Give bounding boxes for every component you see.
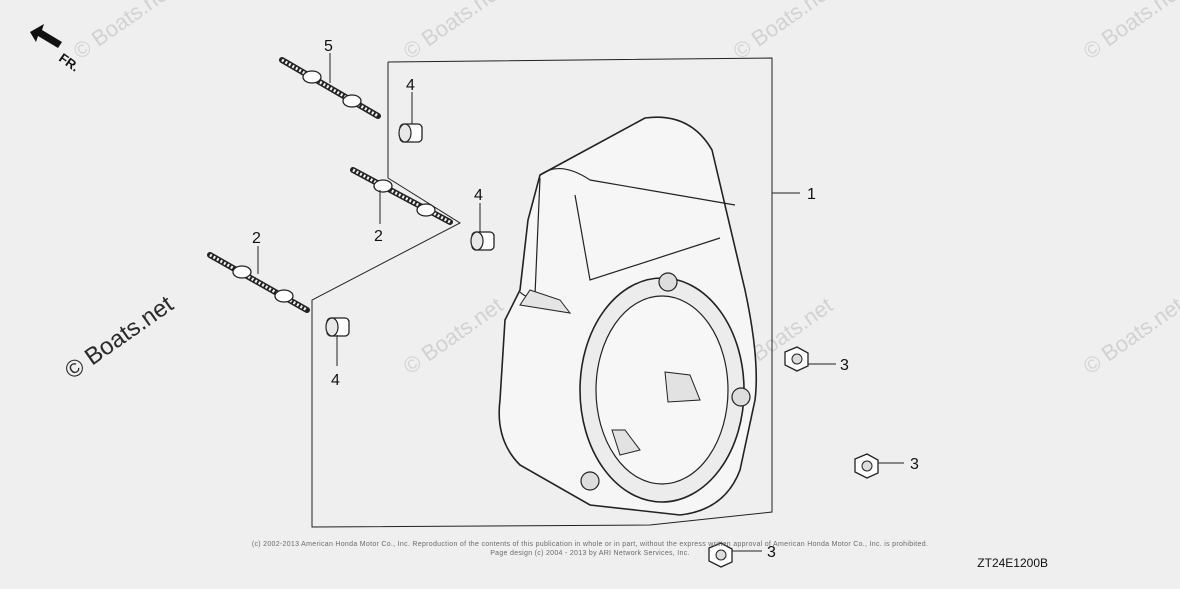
- nut-3-upper: [784, 346, 809, 372]
- watermark-faint-7: © Boats.net: [1079, 292, 1180, 379]
- stud-bolt-2-upper: [350, 167, 453, 225]
- nut-3-lower: [708, 542, 733, 568]
- leader-lines: [257, 53, 904, 552]
- diagram-code: ZT24E1200B: [977, 556, 1048, 570]
- callout-2-lower: 2: [252, 230, 261, 247]
- copyright-line-1: (c) 2002-2013 American Honda Motor Co., …: [251, 541, 929, 548]
- collar-4-middle: [470, 231, 495, 251]
- watermark-faint-2: © Boats.net: [399, 0, 508, 64]
- watermark-main: © Boats.net: [60, 290, 179, 384]
- callout-1: 1: [807, 186, 816, 203]
- stud-bolt-2-lower: [207, 252, 310, 313]
- callout-3-lower: 3: [767, 544, 776, 561]
- callout-4-lower: 4: [331, 372, 340, 389]
- callout-4-top: 4: [406, 77, 415, 94]
- watermark-faint-5: © Boats.net: [399, 292, 508, 379]
- direction-arrow-icon: [30, 24, 62, 48]
- stud-bolt-5: [279, 57, 381, 119]
- collar-4-top: [398, 123, 423, 143]
- nut-3-middle: [854, 453, 879, 479]
- callout-3-middle: 3: [910, 456, 919, 473]
- assembly-outline: [311, 57, 773, 528]
- copyright-line-2: Page design (c) 2004 - 2013 by ARI Netwo…: [490, 550, 690, 557]
- watermark-faint-4: © Boats.net: [1079, 0, 1180, 64]
- watermark-faint-3: © Boats.net: [729, 0, 838, 64]
- callout-3-upper: 3: [840, 357, 849, 374]
- callout-5: 5: [324, 38, 333, 55]
- watermark-faint-1: © Boats.net: [69, 0, 178, 64]
- fan-shroud: [498, 116, 758, 516]
- collar-4-lower: [325, 317, 350, 337]
- callout-4-middle: 4: [474, 187, 483, 204]
- callout-2-upper: 2: [374, 228, 383, 245]
